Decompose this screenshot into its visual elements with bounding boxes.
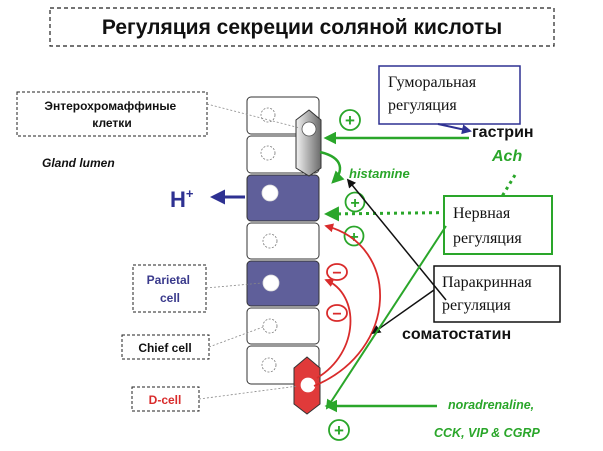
svg-text:Гуморальная регуляция: Гуморальная регуляция <box>388 74 480 114</box>
somatostatin-label: соматостатин <box>402 326 511 343</box>
nucleus-4 <box>262 233 278 249</box>
paracrine-arrow-somatostatin <box>371 289 435 335</box>
humoral-box <box>378 65 521 125</box>
minus-text-bottom: − <box>332 306 341 323</box>
svg-text:Паракринная регуляция: Паракринная регуляция <box>442 274 536 314</box>
nucleus-2 <box>260 145 276 161</box>
minus-sign-top: − <box>326 263 348 282</box>
noradrenaline-label: noradrenaline, <box>448 398 534 412</box>
plus-sign-nervous-top: + <box>344 191 366 213</box>
plus-circle-d-cell <box>328 419 350 441</box>
h-ion-letter: H <box>170 187 186 212</box>
plus-circle-gastrin <box>339 109 361 131</box>
paracrine-arrow-histamine <box>346 178 447 301</box>
parietal-label-line2: cell <box>160 291 180 305</box>
plus-text-gastrin: + <box>345 111 355 130</box>
title-box <box>49 7 555 47</box>
plus-circle-nervous-bottom <box>343 225 365 247</box>
minus-ellipse-bottom <box>326 304 348 322</box>
minus-ellipse-top <box>326 263 348 281</box>
nucleus-7 <box>261 357 277 373</box>
enterochromaffin-label-box <box>16 91 208 137</box>
parietal-label-line1: Parietal <box>147 273 190 287</box>
parietal-label-box <box>132 264 207 313</box>
parietal-nucleus-bottom <box>262 274 280 292</box>
gastrin-label: гастрин <box>472 124 534 141</box>
paracrine-label-line1: Паракринная <box>442 274 532 291</box>
paracrine-box <box>433 265 561 323</box>
nervous-box <box>443 195 553 255</box>
cell-column <box>246 96 322 415</box>
plus-text-nervous-bottom: + <box>349 229 358 246</box>
inhibition-arc-outer <box>313 223 381 387</box>
nervous-label-line2: регуляция <box>453 230 522 247</box>
humoral-to-gastrin-arrow <box>437 123 472 135</box>
humoral-label-line1: Гуморальная <box>388 74 477 91</box>
parietal-cell-top <box>246 174 320 222</box>
plus-text-nervous-top: + <box>350 195 359 212</box>
ach-label: Ach <box>491 148 522 165</box>
parietal-nucleus-top <box>261 184 279 202</box>
d-cell-pointer <box>198 385 299 400</box>
chief-pointer <box>208 326 264 348</box>
histamine-arrow <box>319 150 345 184</box>
minus-sign-bottom: − <box>326 304 348 323</box>
enterochromaffin-pointer <box>206 103 301 129</box>
svg-text:Parietal cell: Parietal cell <box>147 273 194 305</box>
nucleus-1 <box>260 107 276 123</box>
d-cell-label-box <box>131 386 200 412</box>
d-cell-nucleus <box>300 377 316 393</box>
d-cell-label: D-cell <box>149 393 182 407</box>
svg-text:Нервная регуляция: Нервная регуляция <box>453 205 522 247</box>
enterochromaffin-cell <box>295 109 322 177</box>
plus-circle-nervous-top <box>344 191 366 213</box>
enterochromaffin-label-line1: Энтерохромаффиные <box>44 99 176 113</box>
cck-vip-cgrp-label: CCK, VIP & CGRP <box>434 426 540 440</box>
humoral-label-line2: регуляция <box>388 97 457 114</box>
minus-text-top: − <box>332 265 341 282</box>
h-ion-label: H+ <box>170 186 194 212</box>
inhibition-arc-inner <box>316 278 352 379</box>
nervous-label-line1: Нервная <box>453 205 511 222</box>
svg-text:Энтерохромаффиные клетки: Энтерохромаффиные клетки <box>44 99 179 130</box>
histamine-label: histamine <box>349 166 410 181</box>
plus-sign-d-cell: + <box>328 419 350 441</box>
nucleus-6 <box>262 318 278 334</box>
plus-sign-gastrin: + <box>339 109 361 131</box>
cell-6 <box>246 307 320 345</box>
enterochromaffin-label-line2: клетки <box>92 116 131 130</box>
gland-lumen-label: Gland lumen <box>42 156 115 170</box>
plus-sign-nervous-bottom: + <box>343 225 365 247</box>
chief-label-box <box>121 334 210 360</box>
plus-text-d-cell: + <box>334 421 344 440</box>
parietal-cell-bottom <box>246 260 320 307</box>
page-title: Регуляция секреции соляной кислоты <box>102 16 502 39</box>
parietal-pointer <box>205 282 263 289</box>
cell-4 <box>246 222 320 260</box>
paracrine-label-line2: регуляция <box>442 297 511 314</box>
enterochromaffin-nucleus <box>301 121 317 137</box>
chief-label: Chief cell <box>138 341 191 355</box>
h-ion-charge: + <box>186 186 194 201</box>
green-arrow-to-d-cell-diagonal <box>325 225 447 410</box>
